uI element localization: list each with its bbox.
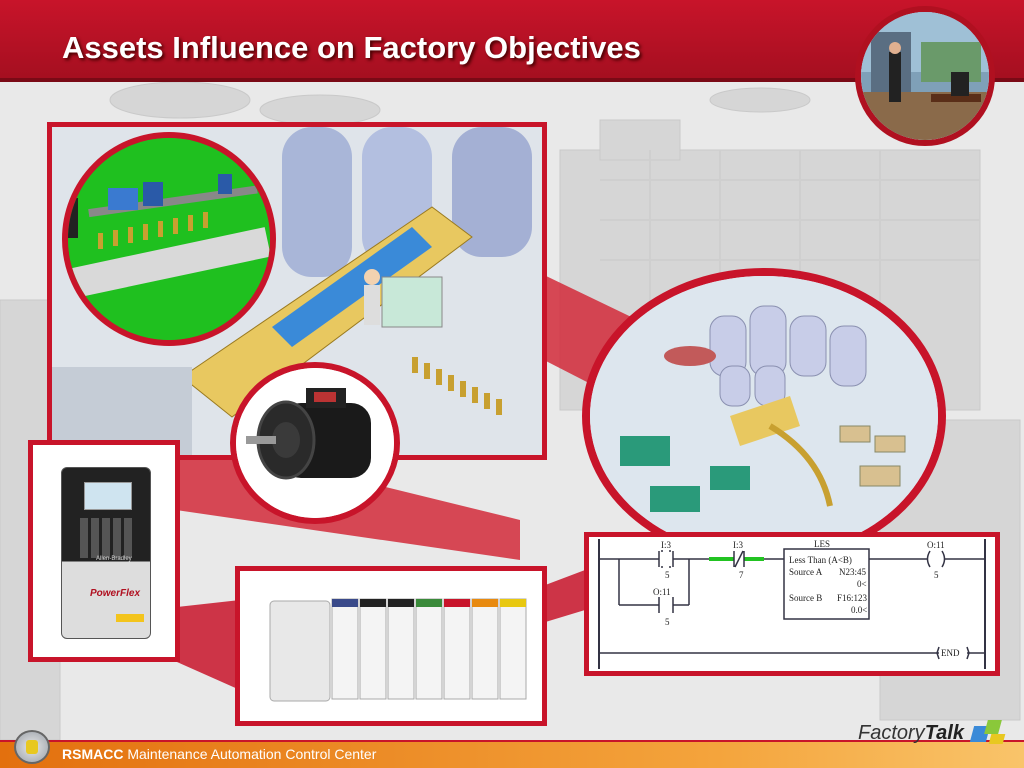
powerflex-drive-panel: Allen-Bradley PowerFlex bbox=[28, 440, 180, 662]
actuator-zoom-circle bbox=[62, 132, 276, 346]
drive-keypad bbox=[80, 518, 132, 558]
branch-contact-tag: O:11 bbox=[653, 587, 671, 597]
footer-subtitle: Maintenance Automation Control Center bbox=[127, 746, 377, 762]
logo-part2: Talk bbox=[924, 722, 964, 744]
plant-floor-image bbox=[590, 276, 938, 556]
office-photo-badge bbox=[855, 6, 995, 146]
coil-bit: 5 bbox=[934, 570, 939, 580]
les-title: LES bbox=[814, 539, 830, 549]
source-a-value: N23:45 bbox=[839, 567, 867, 577]
source-a-label: Source A bbox=[789, 567, 823, 577]
source-b-label: Source B bbox=[789, 593, 822, 603]
factorytalk-mark-icon bbox=[969, 716, 1006, 746]
drive-model: PowerFlex bbox=[90, 588, 141, 599]
ladder-diagram: I:3 5 I:3 7 LES Less Than (A<B) Source A… bbox=[589, 537, 995, 671]
les-desc: Less Than (A<B) bbox=[789, 555, 852, 565]
source-a-sub: 0< bbox=[857, 579, 867, 589]
drive-warning-label bbox=[116, 614, 144, 622]
end-label: END bbox=[941, 648, 960, 658]
drive-brand: Allen-Bradley bbox=[96, 556, 132, 562]
footer-divider bbox=[0, 740, 1024, 743]
branch-contact-bit: 5 bbox=[665, 617, 670, 627]
source-b-sub: 0.0< bbox=[851, 605, 867, 615]
ladder-logic-panel: I:3 5 I:3 7 LES Less Than (A<B) Source A… bbox=[584, 532, 1000, 676]
factorytalk-logo: FactoryTalk bbox=[858, 722, 964, 745]
linear-actuator-image bbox=[68, 138, 270, 340]
source-b-value: F16:123 bbox=[837, 593, 868, 603]
rsmacc-logo-icon bbox=[14, 730, 50, 764]
footer-brand: RSMACC bbox=[62, 746, 124, 762]
contact2-tag: I:3 bbox=[733, 540, 743, 550]
office-scene-image bbox=[861, 12, 989, 140]
footer-text: RSMACC Maintenance Automation Control Ce… bbox=[62, 746, 376, 762]
controllogix-rack-panel bbox=[235, 566, 547, 726]
plant-overview-circle bbox=[582, 268, 946, 564]
coil-tag: O:11 bbox=[927, 540, 945, 550]
motor-zoom-circle bbox=[230, 362, 400, 524]
slide-title: Assets Influence on Factory Objectives bbox=[62, 30, 641, 65]
plc-rack-image bbox=[240, 571, 542, 721]
title-bar bbox=[0, 0, 1024, 82]
footer-bar bbox=[0, 742, 1024, 768]
drive-body: Allen-Bradley PowerFlex bbox=[61, 467, 151, 639]
contact1-bit: 5 bbox=[665, 570, 670, 580]
drive-display bbox=[84, 482, 132, 510]
contact1-tag: I:3 bbox=[661, 540, 671, 550]
electric-motor-image bbox=[236, 368, 394, 518]
logo-part1: Factory bbox=[858, 722, 925, 744]
contact2-bit: 7 bbox=[739, 570, 744, 580]
